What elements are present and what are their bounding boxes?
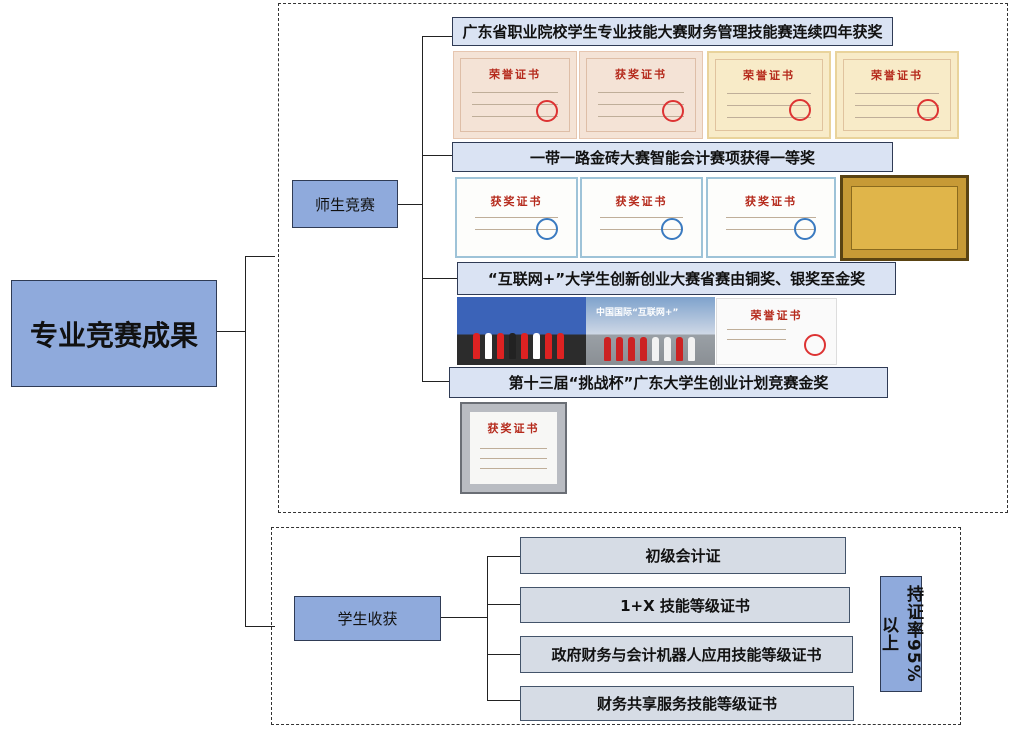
gains-node: 学生收获: [294, 596, 441, 641]
certificate-title: 获奖证书: [490, 195, 543, 208]
root-node: 专业竞赛成果: [11, 280, 217, 387]
certificate-title: 荣誉证书: [489, 68, 541, 81]
certificate-image: 获奖证书: [706, 177, 836, 258]
competition-node: 师生竞赛: [292, 180, 398, 228]
badge-label: 持证率95%以上: [878, 585, 923, 683]
connector: [245, 256, 275, 257]
certificate-image: 荣誉证书: [707, 51, 831, 139]
competition-item-provincial: 广东省职业院校学生专业技能大赛财务管理技能赛连续四年获奖: [452, 17, 893, 46]
certificate-title: 荣誉证书: [750, 309, 803, 322]
connector: [487, 556, 520, 557]
connector: [422, 36, 452, 37]
item-label: 初级会计证: [645, 547, 721, 565]
connector: [245, 626, 275, 627]
connector: [422, 36, 423, 382]
root-label: 专业竞赛成果: [29, 318, 198, 352]
connector: [487, 700, 520, 701]
item-label: 第十三届“挑战杯”广东大学生创业计划竞赛金奖: [508, 374, 829, 392]
certificate-image: 获奖证书: [580, 177, 703, 258]
connector: [245, 256, 246, 627]
item-label: 财务共享服务技能等级证书: [596, 695, 777, 713]
gains-label: 学生收获: [337, 610, 398, 628]
item-label: 1+X 技能等级证书: [620, 596, 750, 615]
connector: [422, 278, 457, 279]
item-label: 广东省职业院校学生专业技能大赛财务管理技能赛连续四年获奖: [462, 23, 883, 41]
connector: [398, 204, 423, 205]
stage-photo: 中国国际“互联网+”: [586, 297, 715, 365]
certificate-title: 获奖证书: [615, 68, 667, 81]
gains-item-gov-finance-robot: 政府财务与会计机器人应用技能等级证书: [520, 636, 853, 673]
certificate-title: 荣誉证书: [743, 69, 795, 82]
competition-group-border: [278, 3, 1008, 513]
competition-item-internet-plus: “互联网+”大学生创新创业大赛省赛由铜奖、银奖至金奖: [457, 262, 896, 295]
connector: [487, 604, 520, 605]
connector: [216, 331, 246, 332]
item-label: 一带一路金砖大赛智能会计赛项获得一等奖: [529, 148, 815, 167]
connector: [422, 381, 449, 382]
certificate-title: 获奖证书: [487, 422, 540, 435]
gains-item-1x-certificate: 1+X 技能等级证书: [520, 587, 850, 623]
competition-label: 师生竞赛: [314, 195, 375, 214]
gains-item-junior-accountant: 初级会计证: [520, 537, 846, 574]
competition-item-challenge-cup: 第十三届“挑战杯”广东大学生创业计划竞赛金奖: [449, 367, 888, 398]
certification-rate-badge: 持证率95%以上: [878, 576, 923, 692]
certificate-image: 获奖证书: [460, 402, 567, 494]
certificate-image: 荣誉证书: [835, 51, 959, 139]
connector: [487, 556, 488, 701]
connector: [441, 617, 488, 618]
certificate-title: 获奖证书: [615, 195, 668, 208]
certificate-image: 荣誉证书: [716, 298, 837, 365]
certificate-image: 获奖证书: [579, 51, 703, 139]
banner-text: 中国国际“互联网+”: [596, 308, 679, 318]
item-label: 政府财务与会计机器人应用技能等级证书: [551, 646, 822, 664]
certificate-image: 获奖证书: [455, 177, 578, 258]
gains-item-shared-services: 财务共享服务技能等级证书: [520, 686, 854, 721]
competition-item-brics: 一带一路金砖大赛智能会计赛项获得一等奖: [452, 142, 893, 172]
connector: [422, 155, 452, 156]
connector: [487, 654, 520, 655]
certificate-title: 获奖证书: [745, 195, 797, 208]
certificate-title: 荣誉证书: [871, 69, 923, 82]
team-photo: [457, 297, 586, 365]
item-label: “互联网+”大学生创新创业大赛省赛由铜奖、银奖至金奖: [487, 270, 866, 288]
certificate-image: 荣誉证书: [453, 51, 577, 139]
plaque-image: [840, 175, 969, 261]
